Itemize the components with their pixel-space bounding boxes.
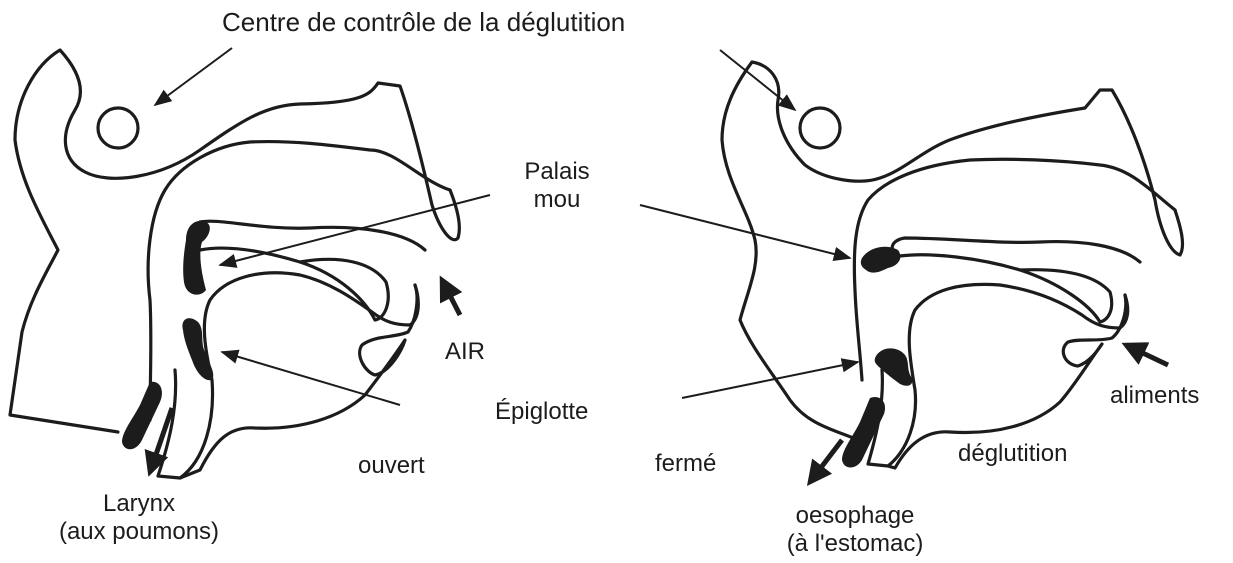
swallowing-label: déglutition [958, 440, 1067, 468]
larynx-label-line1: Larynx [24, 490, 254, 518]
larynx-label: Larynx (aux poumons) [24, 490, 254, 546]
jaw-left [180, 285, 417, 478]
open-label: ouvert [358, 452, 425, 480]
epiglottis-blob-right [875, 348, 913, 385]
soft-palate-blob-left [183, 221, 210, 295]
swallowing-head-panel [640, 50, 1183, 482]
esophagus-label-line2: (à l'estomac) [755, 530, 955, 558]
soft-palate-label-line1: Palais [512, 158, 602, 186]
soft-palate-right [892, 238, 1140, 322]
soft-palate-left [192, 221, 425, 320]
head-outline-left [10, 50, 459, 432]
breathing-head-panel [10, 48, 490, 478]
larynx-cartilage-left [122, 382, 162, 450]
epiglottis-blob-left [182, 318, 213, 380]
air-label: AIR [445, 338, 485, 366]
food-label: aliments [1110, 382, 1199, 410]
soft-palate-label-line2: mou [512, 186, 602, 214]
soft-palate-label: Palais mou [512, 158, 602, 214]
control-center-label: Centre de contrôle de la déglutition [222, 8, 625, 36]
esophagus-label-line1: oesophage [755, 502, 955, 530]
control-center-circle-left [98, 108, 138, 148]
larynx-cartilage-right [842, 397, 885, 468]
larynx-label-line2: (aux poumons) [24, 518, 254, 546]
closed-label: fermé [655, 450, 716, 478]
esophagus-label: oesophage (à l'estomac) [755, 502, 955, 558]
soft-palate-blob-right [861, 247, 901, 273]
epiglottis-label: Épiglotte [495, 398, 588, 426]
control-center-circle-right [800, 108, 840, 148]
